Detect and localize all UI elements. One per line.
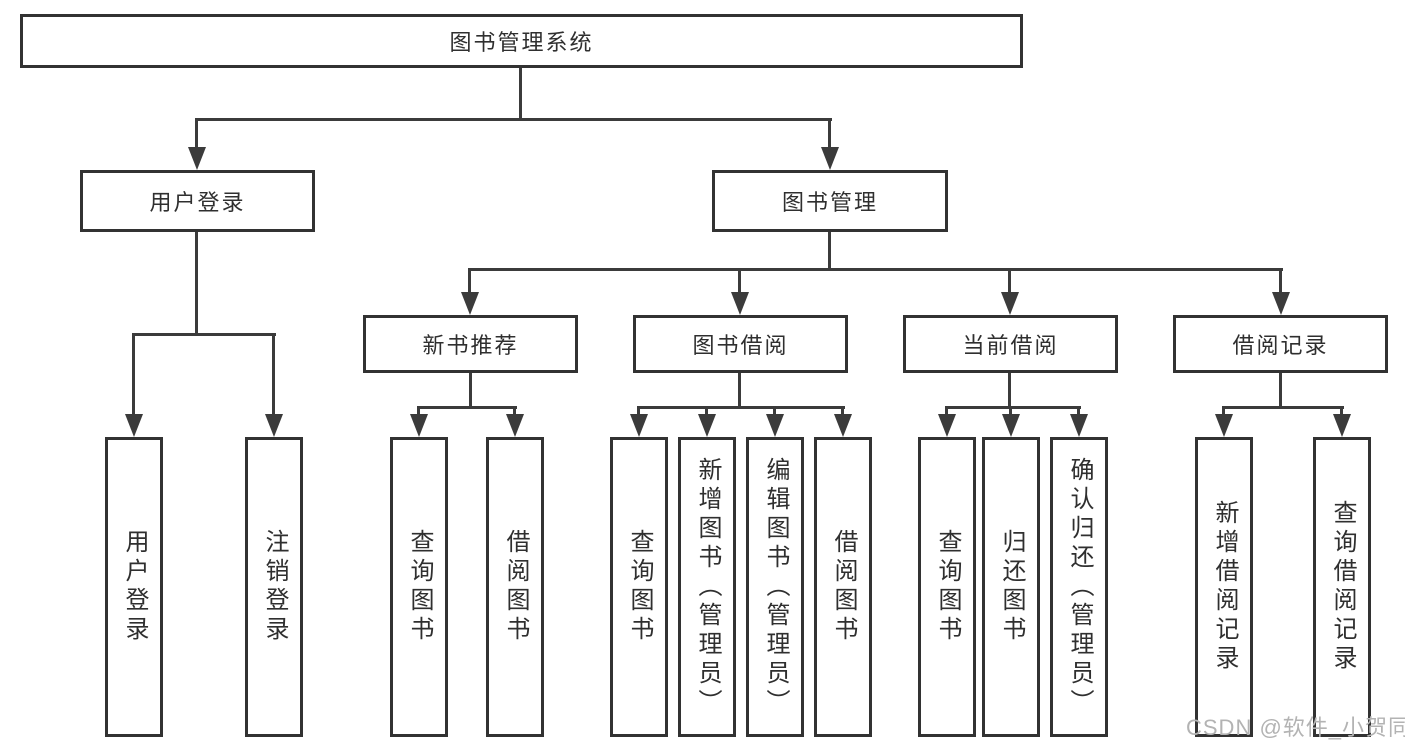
leaf-query-books-recommend: 查询图书: [390, 437, 448, 737]
connector-line: [1077, 406, 1080, 418]
arrow-down-icon: [506, 414, 524, 437]
arrow-down-icon: [1001, 292, 1019, 315]
connector-line: [272, 333, 275, 417]
leaf-confirm-return-admin: 确认归还（管理员）: [1050, 437, 1108, 737]
leaf-borrow-books-recommend: 借阅图书: [486, 437, 544, 737]
connector-line: [469, 373, 472, 408]
connector-line: [841, 406, 844, 418]
connector-line: [828, 232, 831, 270]
arrow-down-icon: [834, 414, 852, 437]
connector-line: [945, 406, 948, 418]
arrow-down-icon: [125, 414, 143, 437]
node-borrow-records: 借阅记录: [1173, 315, 1388, 373]
leaf-add-books-admin: 新增图书（管理员）: [678, 437, 736, 737]
connector-line: [1009, 406, 1012, 418]
connector-line: [1279, 268, 1282, 294]
connector-line: [1340, 406, 1343, 418]
connector-line: [1008, 268, 1011, 294]
connector-line: [738, 268, 741, 294]
arrow-down-icon: [1002, 414, 1020, 437]
arrow-down-icon: [766, 414, 784, 437]
arrow-down-icon: [938, 414, 956, 437]
connector-line: [1279, 373, 1282, 408]
arrow-down-icon: [188, 147, 206, 170]
node-book-management: 图书管理: [712, 170, 948, 232]
connector-line: [132, 333, 135, 417]
leaf-logout: 注销登录: [245, 437, 303, 737]
connector-line: [468, 268, 471, 294]
connector-line: [1222, 406, 1344, 409]
connector-line: [738, 373, 741, 408]
arrow-down-icon: [698, 414, 716, 437]
connector-line: [637, 406, 640, 418]
connector-line: [513, 406, 516, 418]
arrow-down-icon: [1272, 292, 1290, 315]
connector-line: [828, 118, 831, 150]
connector-line: [195, 118, 832, 121]
connector-line: [195, 232, 198, 335]
node-user-login: 用户登录: [80, 170, 315, 232]
connector-line: [132, 333, 276, 336]
leaf-query-borrow-record: 查询借阅记录: [1313, 437, 1371, 737]
connector-line: [417, 406, 420, 418]
arrow-down-icon: [731, 292, 749, 315]
node-root: 图书管理系统: [20, 14, 1023, 68]
arrow-down-icon: [630, 414, 648, 437]
arrow-down-icon: [1070, 414, 1088, 437]
connector-line: [519, 68, 522, 120]
arrow-down-icon: [461, 292, 479, 315]
arrow-down-icon: [821, 147, 839, 170]
leaf-borrow-books: 借阅图书: [814, 437, 872, 737]
leaf-query-books-borrow: 查询图书: [610, 437, 668, 737]
node-new-book-recommend: 新书推荐: [363, 315, 578, 373]
leaf-query-books-current: 查询图书: [918, 437, 976, 737]
connector-line: [773, 406, 776, 418]
leaf-user-login: 用户登录: [105, 437, 163, 737]
csdn-watermark: CSDN @软件_小贺同学: [1186, 715, 1405, 740]
connector-line: [705, 406, 708, 418]
connector-line: [945, 406, 1081, 409]
leaf-edit-books-admin: 编辑图书（管理员）: [746, 437, 804, 737]
arrow-down-icon: [1215, 414, 1233, 437]
connector-line: [1222, 406, 1225, 418]
connector-line: [1008, 373, 1011, 408]
node-current-borrow: 当前借阅: [903, 315, 1118, 373]
arrow-down-icon: [1333, 414, 1351, 437]
connector-line: [195, 118, 198, 150]
connector-line: [637, 406, 845, 409]
connector-line: [417, 406, 517, 409]
arrow-down-icon: [410, 414, 428, 437]
connector-line: [468, 268, 1283, 271]
arrow-down-icon: [265, 414, 283, 437]
leaf-return-books: 归还图书: [982, 437, 1040, 737]
leaf-add-borrow-record: 新增借阅记录: [1195, 437, 1253, 737]
node-book-borrow: 图书借阅: [633, 315, 848, 373]
